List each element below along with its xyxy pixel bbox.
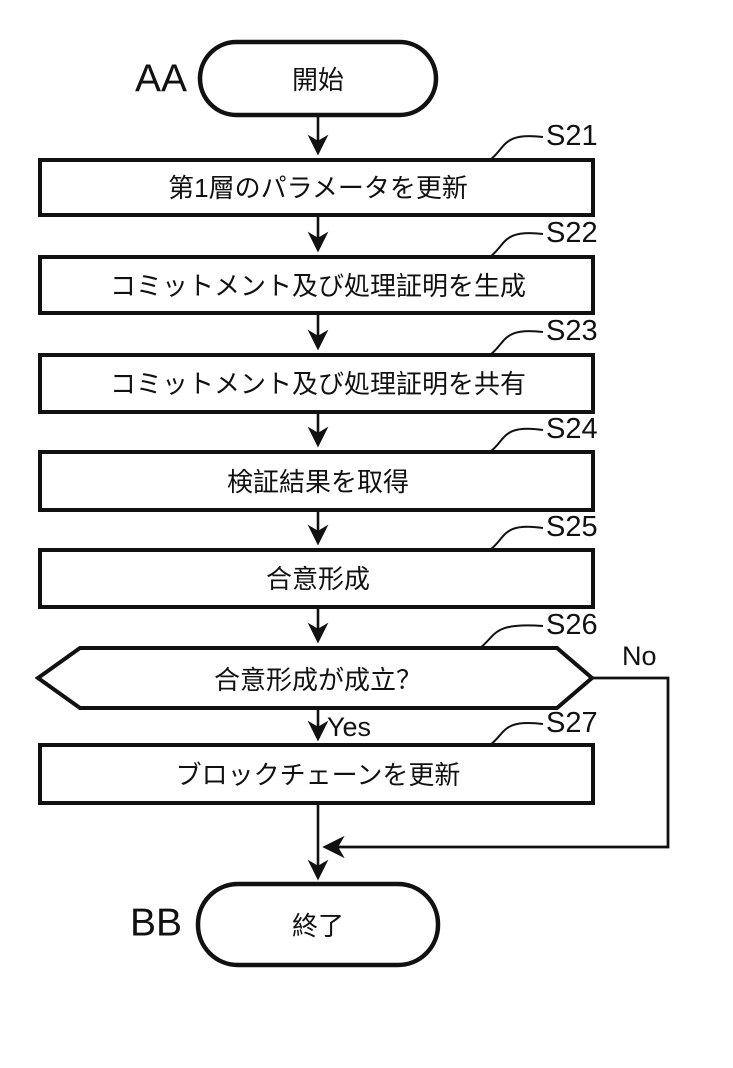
step-label-s21: S21 [546,120,598,152]
process-box-s21 [38,158,595,217]
branch-label-yes: Yes [327,712,371,742]
leader-line-s25 [489,525,544,551]
step-label-s25: S25 [546,511,598,543]
leader-line-s24 [489,427,544,453]
process-text-s23: コミットメント及び処理証明を共有 [110,369,526,399]
end-terminator [195,881,441,968]
end-label: 終了 [292,911,344,941]
end-side-label: BB [130,902,182,945]
step-label-s24: S24 [546,413,598,445]
process-text-s27: ブロックチェーンを更新 [176,760,461,790]
leader-line-s23 [489,330,544,356]
process-box-s25 [38,548,595,609]
process-box-s24 [38,450,595,512]
process-text-s22: コミットメント及び処理証明を生成 [110,271,526,301]
decision-text-s26: 合意形成が成立？ [214,665,422,695]
leader-line-s22 [489,232,544,258]
process-text-s24: 検証結果を取得 [227,467,409,497]
step-label-s27: S27 [546,707,598,739]
process-box-s27 [38,743,595,805]
process-box-s23 [38,353,595,414]
connector-s26-no-loop [322,676,670,859]
step-label-s26: S26 [546,609,598,641]
step-label-s23: S23 [546,315,598,347]
step-label-s22: S22 [546,217,598,249]
leader-line-s26 [479,624,544,649]
start-side-label: AA [135,58,187,101]
start-label: 開始 [292,65,344,95]
leader-line-s21 [489,135,544,161]
leader-line-s27 [489,722,544,746]
process-text-s25: 合意形成 [266,564,370,594]
branch-label-no: No [622,641,657,671]
process-box-s22 [38,255,595,315]
process-text-s21: 第1層のパラメータを更新 [168,173,468,203]
